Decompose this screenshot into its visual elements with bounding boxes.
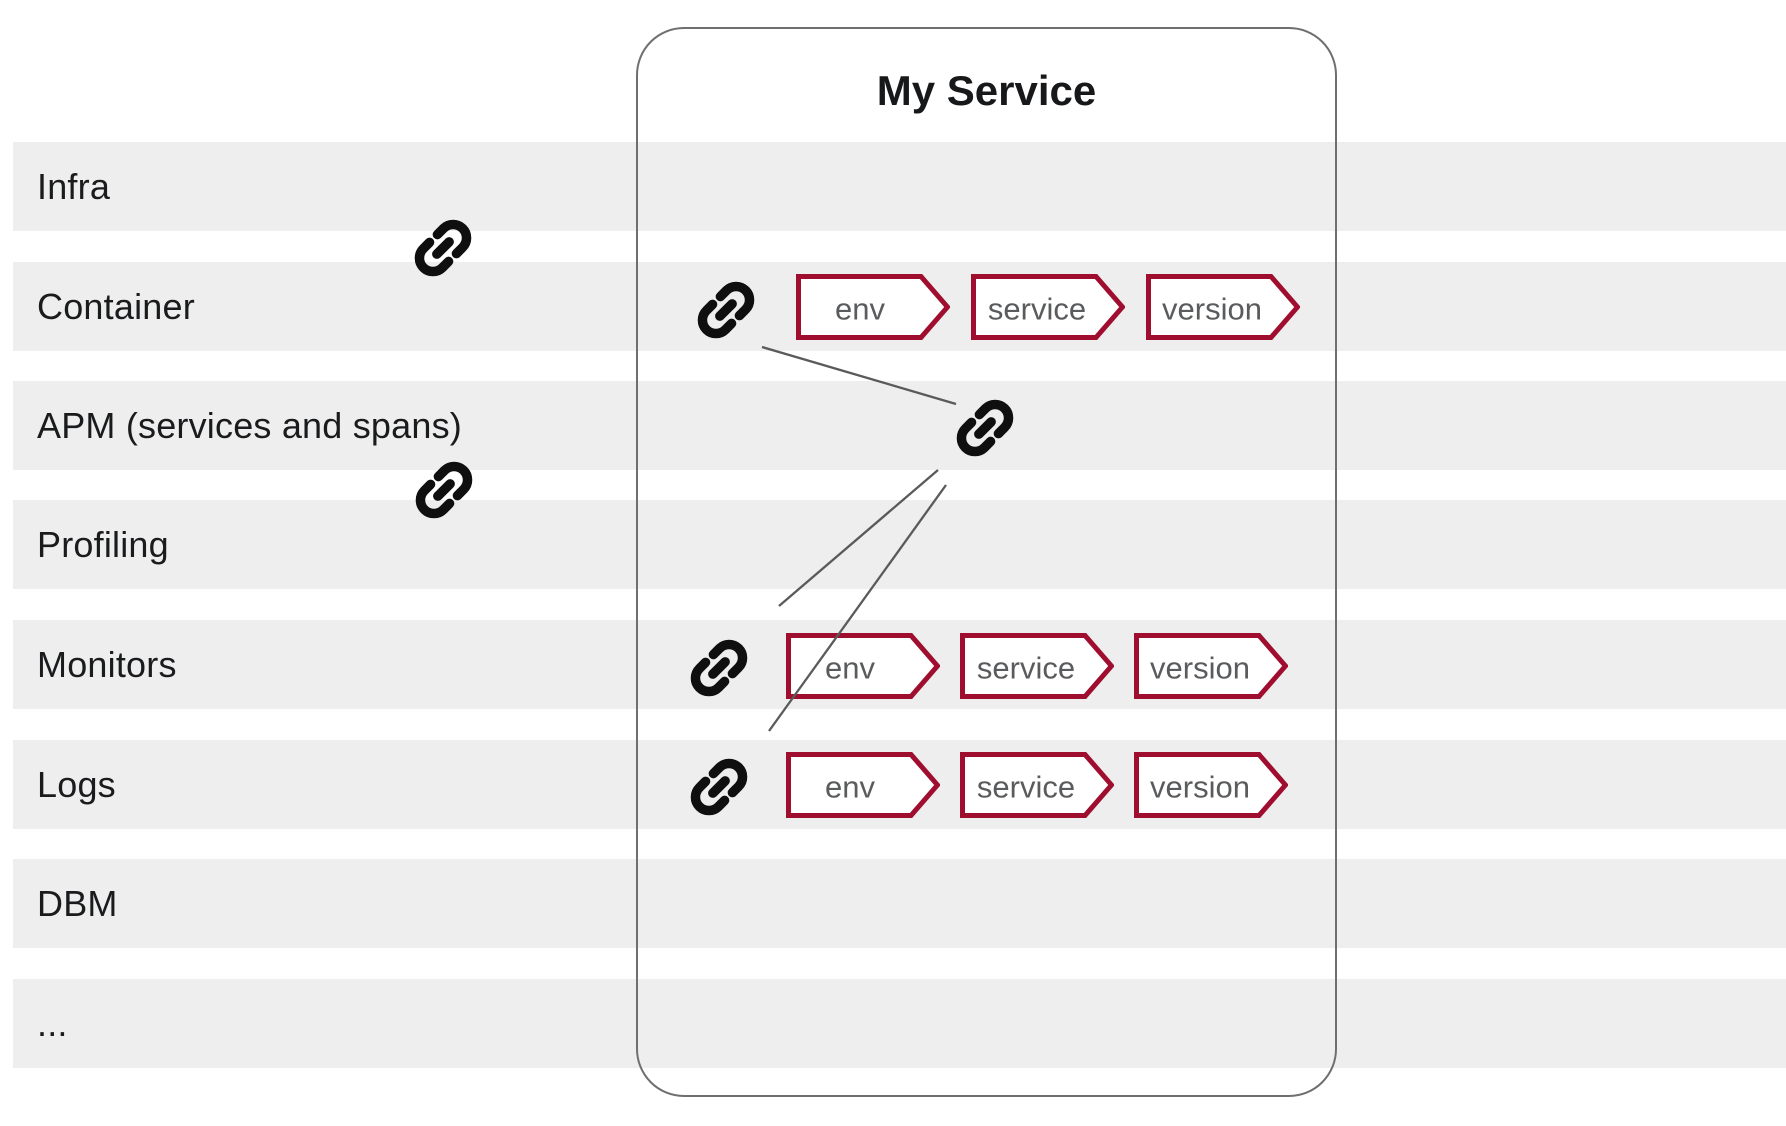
tag-env-monitors: env <box>786 633 940 699</box>
tag-env-container: env <box>796 274 950 340</box>
link-icon-logs-tags <box>690 758 748 816</box>
row-label-infra: Infra <box>37 165 111 207</box>
tag-service-logs-label: service <box>977 770 1075 805</box>
row-label-container: Container <box>37 285 195 327</box>
tag-env-container-label: env <box>835 292 885 327</box>
tag-env-logs: env <box>786 752 940 818</box>
my-service-title: My Service <box>876 67 1097 114</box>
row-more: ... <box>13 979 1786 1068</box>
link-icon-apm-hub <box>956 399 1014 457</box>
tag-version-logs-label: version <box>1150 770 1250 805</box>
link-icon-container-tags <box>697 281 755 339</box>
tag-service-monitors-label: service <box>977 651 1075 686</box>
tag-env-logs-label: env <box>825 770 875 805</box>
my-service-box <box>636 27 1337 1097</box>
tag-service-monitors: service <box>960 633 1114 699</box>
link-icon-infra-container <box>414 219 472 277</box>
row-label-monitors: Monitors <box>37 643 177 685</box>
tag-service-container-label: service <box>988 292 1086 327</box>
tag-env-monitors-label: env <box>825 651 875 686</box>
tag-version-monitors-label: version <box>1150 651 1250 686</box>
row-infra: Infra <box>13 142 1786 231</box>
row-label-profiling: Profiling <box>37 523 169 565</box>
row-label-logs: Logs <box>37 763 116 805</box>
tag-service-container: service <box>971 274 1125 340</box>
tag-version-monitors: version <box>1134 633 1288 699</box>
tag-service-logs: service <box>960 752 1114 818</box>
row-label-dbm: DBM <box>37 882 118 924</box>
tag-version-logs: version <box>1134 752 1288 818</box>
tag-version-container: version <box>1146 274 1300 340</box>
link-icon-apm-profiling <box>415 461 473 519</box>
row-label-apm: APM (services and spans) <box>37 404 462 446</box>
link-icon-monitors-tags <box>690 639 748 697</box>
row-label-more: ... <box>37 1002 68 1044</box>
tag-version-container-label: version <box>1162 292 1262 327</box>
row-dbm: DBM <box>13 859 1786 948</box>
